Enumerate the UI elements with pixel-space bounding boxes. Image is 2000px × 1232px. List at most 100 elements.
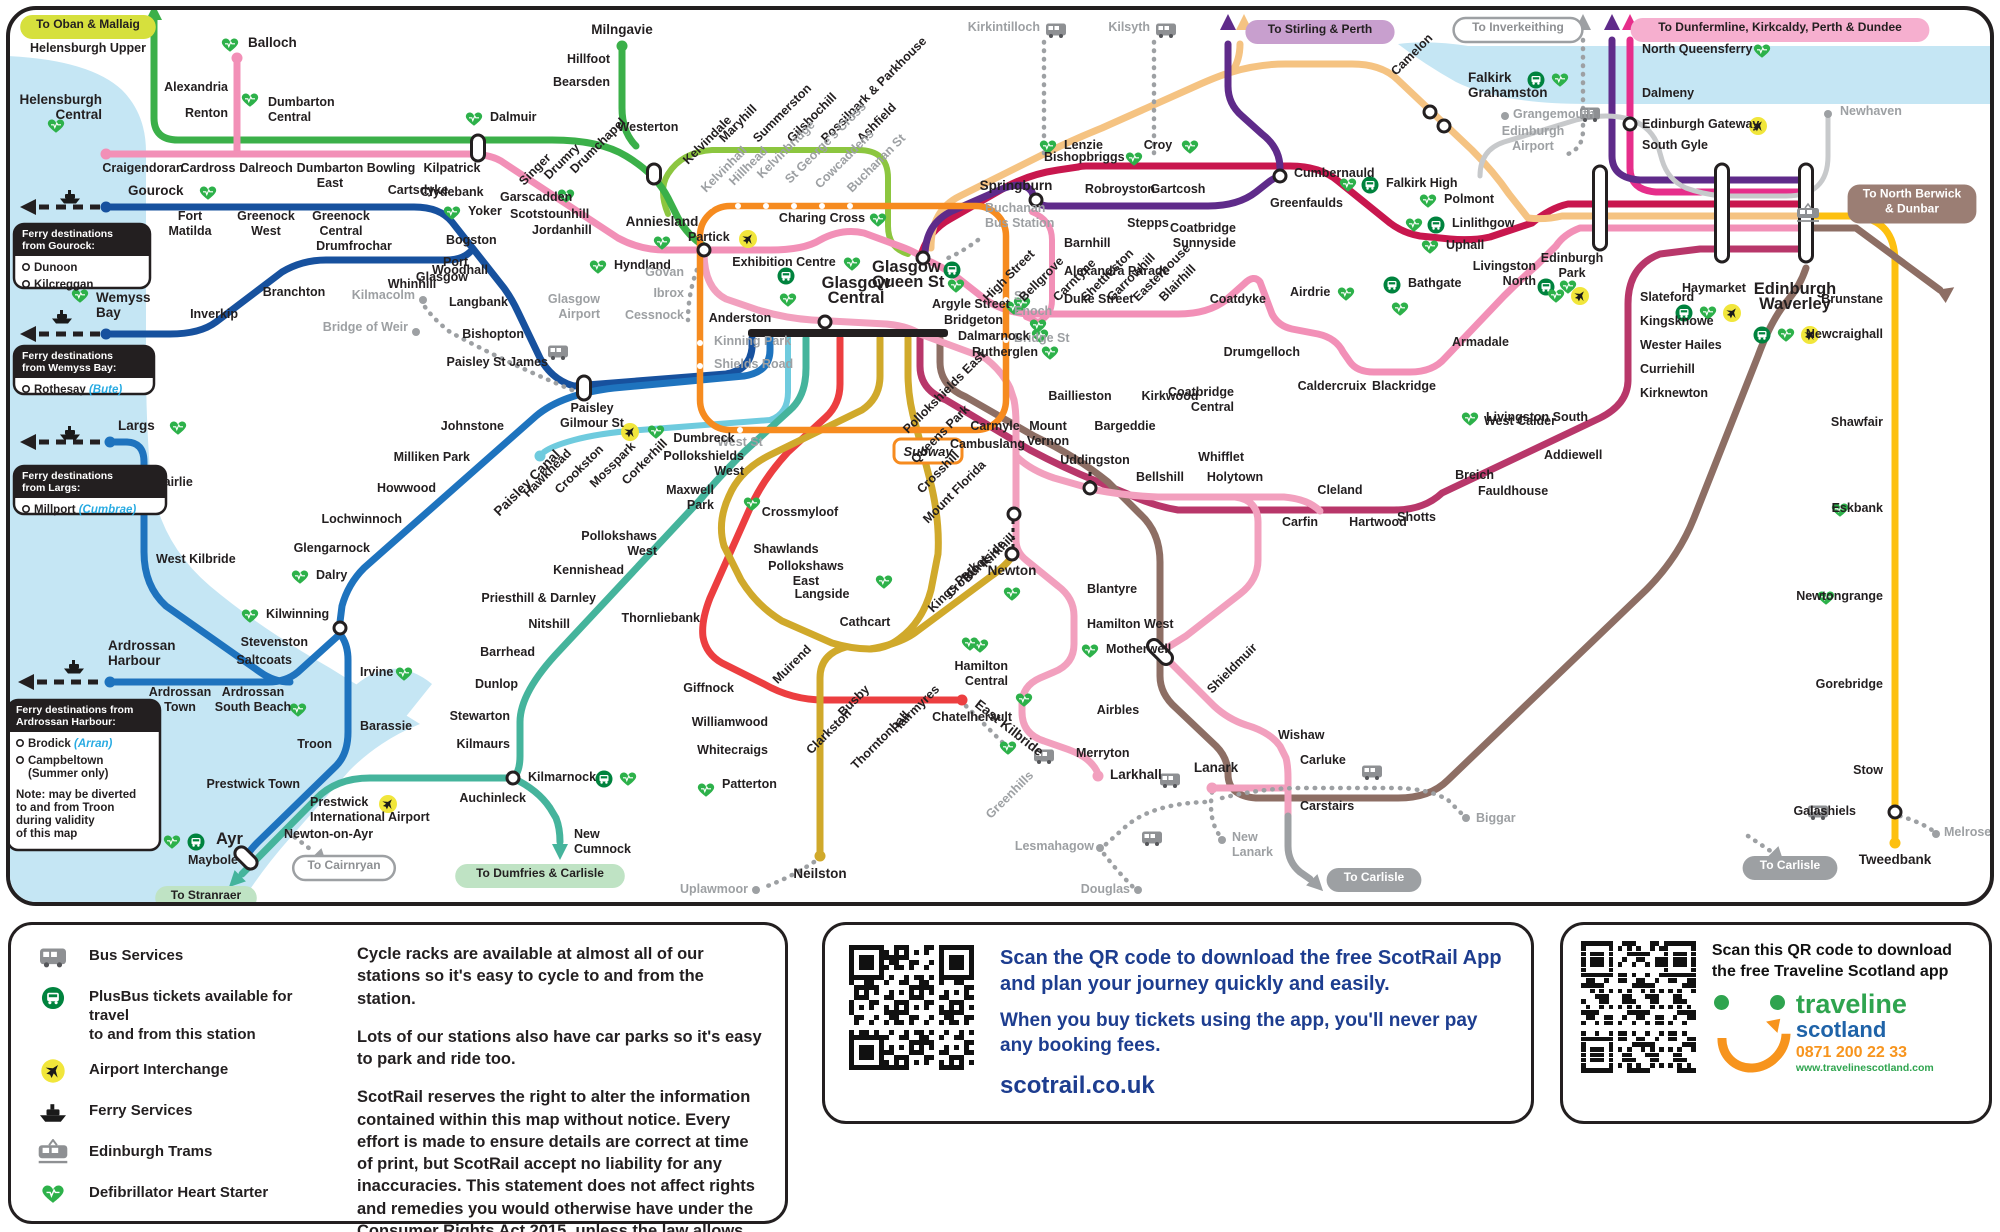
station-label: Shotts (1397, 510, 1436, 524)
rail-line (618, 42, 640, 150)
bus-link-dotted-line (1897, 813, 1935, 833)
interchange-circle (1028, 192, 1044, 208)
heart-icon (163, 835, 181, 849)
station-label: Newton-on-Ayr (284, 827, 373, 841)
rail-line (700, 248, 989, 362)
water-area (348, 668, 432, 724)
traveline-url[interactable]: www.travelinescotland.com (1795, 1061, 1934, 1074)
station-label: Newhaven (1840, 104, 1902, 118)
interchange-circle (505, 770, 521, 786)
station-label: Scotstounhill (510, 207, 589, 221)
heart-icon (619, 772, 637, 786)
heart-icon (779, 293, 797, 307)
station-label: Clydebank (420, 185, 483, 199)
rail-line (238, 334, 810, 878)
station-label: Blackridge (1372, 379, 1436, 393)
station-label: Gourock (128, 183, 184, 198)
station-label: Newtongrange (1796, 589, 1883, 603)
plusbus-icon (1527, 71, 1545, 89)
bus-icon (1580, 107, 1600, 122)
rail-line (106, 334, 774, 862)
station-label: Motherwell (1106, 642, 1171, 656)
station-label: Crossmyloof (762, 505, 839, 519)
non-rail-dot (1824, 110, 1832, 118)
station-label: Partick (688, 230, 730, 244)
airport-icon (1723, 304, 1741, 322)
station-label: Dunlop (475, 677, 518, 691)
interchange-circle (332, 620, 348, 636)
interchange-circle (1006, 506, 1022, 522)
ferry-icon (64, 660, 84, 674)
bus-icon (40, 948, 66, 968)
station-label: Cartsdyke (388, 183, 448, 197)
legend-item-label: Edinburgh Trams (89, 1143, 213, 1161)
rail-line (981, 354, 1102, 780)
heart-icon (1405, 218, 1423, 232)
station-label: Langbank (449, 295, 508, 309)
disclaimer-paragraph: Cycle racks are available at almost all … (357, 945, 704, 1008)
subway-badge (892, 437, 964, 465)
plusbus-icon (1427, 216, 1445, 234)
station-label: Dalmuir (490, 110, 537, 124)
interchange-circle (915, 250, 931, 266)
ferry-box-title: from Gourock: (22, 240, 95, 252)
terminus-dot (104, 436, 116, 448)
subway-station-dot (1003, 297, 1009, 303)
route-arrowhead (20, 199, 36, 215)
heart-icon (999, 741, 1017, 755)
station-label: Caldercruix (1298, 379, 1367, 393)
traveline-phone[interactable]: 0871 200 22 33 (1795, 1043, 1908, 1061)
ferry-box-title: from Wemyss Bay: (22, 362, 116, 374)
heart-icon (589, 260, 607, 274)
rail-line (660, 147, 911, 257)
station-label: Kirkintilloch (968, 20, 1040, 34)
route-arrowhead (18, 674, 34, 690)
ferry-item-bullet (15, 738, 24, 747)
destination-pill-label: To Cairnryan (307, 858, 380, 872)
station-label: Prestwick Town (206, 777, 300, 791)
ferry-box-note: of this map (16, 828, 77, 840)
traveline-smile-logo (1702, 983, 1806, 1088)
station-label: Barnhill (1064, 236, 1111, 250)
ferry-info-header (14, 490, 166, 498)
destination-pill (1452, 16, 1584, 44)
ferry-destination: Dunoon (34, 262, 77, 274)
scotrail-url[interactable]: scotrail.co.uk (1000, 1072, 1155, 1100)
heart-icon (1777, 328, 1795, 342)
terminus-dot (814, 850, 826, 862)
heart-icon (289, 703, 307, 717)
airport-icon (621, 423, 639, 441)
terminus-dot (534, 450, 546, 462)
heart-icon (1817, 591, 1835, 605)
station-label: Armadale (1452, 335, 1509, 349)
destination-pill (155, 886, 257, 902)
station-label: Ayr (216, 830, 243, 848)
bus-link-dotted-line (963, 703, 1017, 757)
interchange-circle (696, 242, 712, 258)
rail-line (717, 334, 884, 653)
interchange-capsule (576, 374, 592, 402)
station-label: Newcraighall (1806, 327, 1883, 341)
heart-icon (1031, 329, 1049, 343)
ferry-destination: Brodick (Arran) (28, 738, 113, 750)
tram-icon (38, 1139, 68, 1164)
heart-icon (47, 119, 65, 133)
station-label: Lochwinnoch (321, 512, 402, 526)
rail-line (920, 224, 1806, 376)
station-label: Carstairs (1300, 799, 1354, 813)
station-label: West Kilbride (156, 552, 236, 566)
station-label: Tweedbank (1859, 852, 1932, 867)
station-label: Whitecraigs (697, 743, 768, 757)
heart-icon (1551, 73, 1569, 87)
non-rail-dot (752, 886, 760, 894)
station-label: Kilmarnock (528, 770, 596, 784)
station-label: Hamilton West (1087, 617, 1174, 631)
rail-line (541, 335, 791, 455)
plusbus-icon (943, 261, 961, 279)
